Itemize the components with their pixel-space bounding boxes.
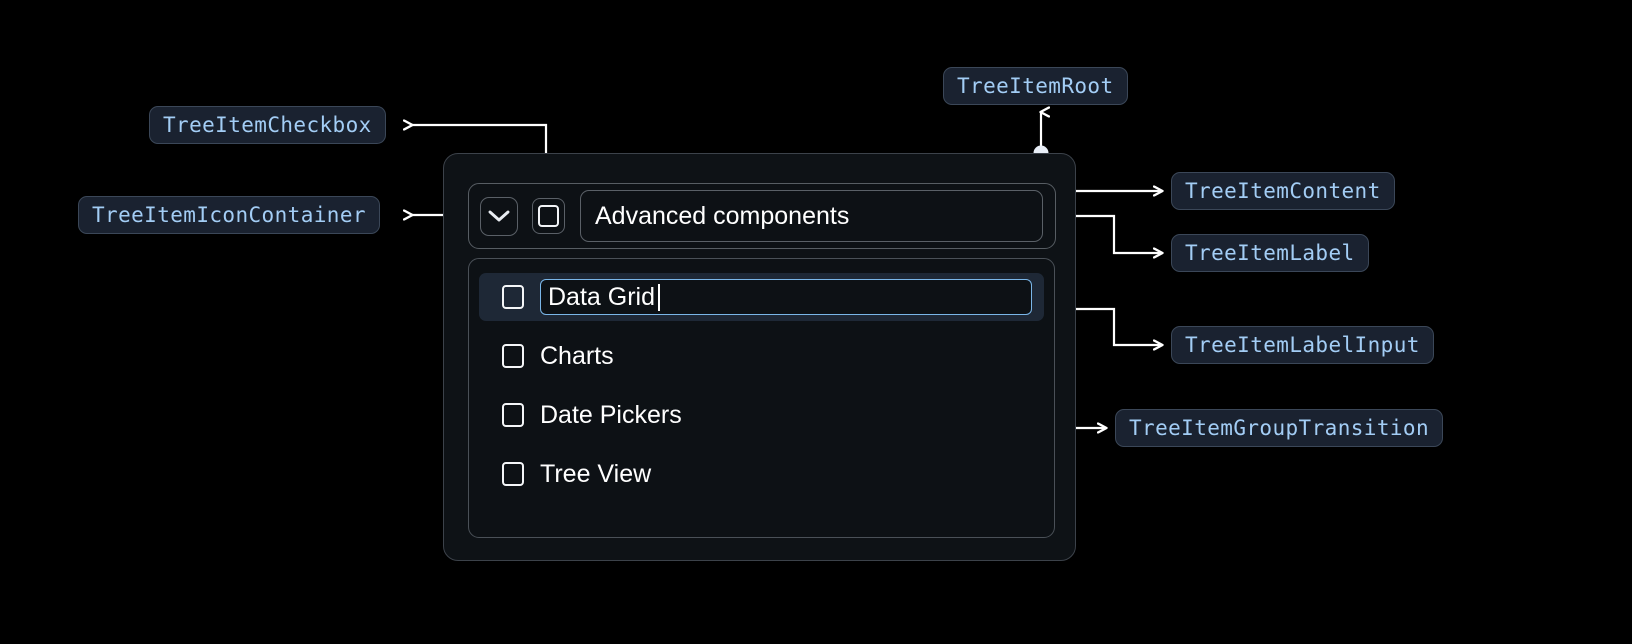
tree-item-root[interactable]: Advanced components Data Grid Charts [443, 153, 1076, 561]
tree-row-label: Charts [540, 341, 614, 370]
callout-tree-item-label-input: TreeItemLabelInput [1171, 326, 1434, 364]
callout-tree-item-content: TreeItemContent [1171, 172, 1395, 210]
tree-item-checkbox[interactable] [532, 198, 565, 234]
tree-row-date-pickers[interactable]: Date Pickers [479, 391, 1044, 439]
callout-tree-item-group-transition: TreeItemGroupTransition [1115, 409, 1443, 447]
chevron-down-icon [488, 210, 510, 222]
tree-row-tree-view[interactable]: Tree View [479, 450, 1044, 498]
checkbox-unchecked-icon [502, 462, 524, 486]
tree-item-label-text: Advanced components [595, 201, 850, 230]
tree-item-content[interactable]: Advanced components [468, 183, 1056, 249]
tree-item-label-input-value: Data Grid [548, 282, 655, 311]
tree-row-label: Date Pickers [540, 400, 682, 429]
callout-tree-item-icon-container: TreeItemIconContainer [78, 196, 380, 234]
checkbox-unchecked-icon [538, 205, 559, 227]
callout-tree-item-root: TreeItemRoot [943, 67, 1128, 105]
callout-tree-item-label: TreeItemLabel [1171, 234, 1369, 272]
tree-row-label: Tree View [540, 459, 652, 488]
tree-item-group-transition: Data Grid Charts Date Pickers Tree [468, 258, 1055, 538]
tree-row-checkbox[interactable] [501, 344, 525, 368]
checkbox-unchecked-icon [502, 285, 524, 309]
tree-row-charts[interactable]: Charts [479, 332, 1044, 380]
tree-row-data-grid[interactable]: Data Grid [479, 273, 1044, 321]
checkbox-unchecked-icon [502, 403, 524, 427]
tree-item-icon-container[interactable] [480, 196, 518, 236]
tree-row-checkbox[interactable] [501, 462, 525, 486]
tree-row-checkbox[interactable] [501, 403, 525, 427]
tree-item-label-input[interactable]: Data Grid [540, 279, 1032, 315]
tree-row-checkbox[interactable] [501, 285, 525, 309]
tree-item-label[interactable]: Advanced components [580, 190, 1043, 242]
checkbox-unchecked-icon [502, 344, 524, 368]
callout-tree-item-checkbox: TreeItemCheckbox [149, 106, 386, 144]
text-caret [657, 283, 660, 311]
